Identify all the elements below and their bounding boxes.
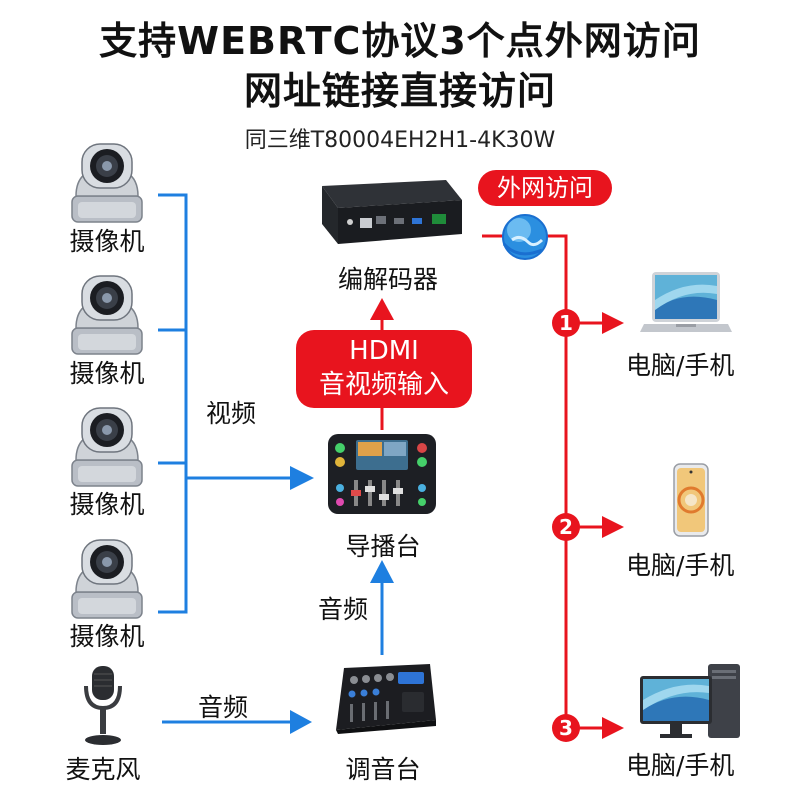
mic-audio-label: 音频: [198, 693, 249, 722]
title-line-2: 网址链接直接访问: [243, 69, 556, 113]
external-access-badge: 外网访问: [478, 170, 612, 206]
video-switcher-icon: [326, 432, 438, 516]
camera-label-2: 摄像机: [69, 359, 145, 388]
output-2-arrow-head: [602, 516, 624, 538]
output-2-number-badge: 2: [552, 513, 580, 541]
desktop-pc-icon: [638, 662, 742, 742]
hdmi-input-badge: HDMI 音视频输入: [296, 330, 472, 408]
video-arrow-head: [290, 466, 314, 490]
output-2-label: 电脑/手机: [626, 551, 735, 580]
title-line-1: 支持WEBRTC协议3个点外网访问: [99, 19, 701, 63]
microphone-label: 麦克风: [65, 755, 141, 784]
encoder-label: 编解码器: [337, 265, 438, 294]
output-1-number-badge: 1: [552, 309, 580, 337]
laptop-icon: [640, 270, 732, 338]
output-1-arrow-head: [602, 312, 624, 334]
globe-icon: [498, 210, 552, 264]
ptz-camera-icon: [62, 402, 152, 490]
switcher-label: 导播台: [345, 532, 421, 561]
camera-label-3: 摄像机: [69, 490, 145, 519]
camera-bracket-line: [158, 193, 292, 614]
output-trunk-line: [482, 234, 568, 728]
mic-audio-arrow-head: [290, 710, 312, 734]
mixer-audio-arrow-head: [370, 560, 394, 583]
output-3-label: 电脑/手机: [626, 751, 735, 780]
mixer-label: 调音台: [345, 755, 421, 784]
video-label: 视频: [206, 399, 257, 428]
camera-label-4: 摄像机: [69, 622, 145, 651]
smartphone-icon: [672, 462, 710, 538]
ptz-camera-icon: [62, 534, 152, 622]
ptz-camera-icon: [62, 138, 152, 226]
ptz-camera-icon: [62, 270, 152, 358]
subtitle: 同三维T80004EH2H1-4K30W: [244, 128, 556, 153]
output-3-arrow-head: [602, 717, 624, 739]
mixer-audio-label: 音频: [318, 595, 369, 624]
camera-label-1: 摄像机: [69, 227, 145, 256]
microphone-icon: [78, 664, 128, 748]
encoder-device-icon: [308, 178, 468, 250]
hdmi-badge-line-1: HDMI: [349, 336, 419, 366]
hdmi-arrow-head: [370, 298, 394, 320]
output-1-label: 电脑/手机: [626, 351, 735, 380]
output-3-number-badge: 3: [552, 714, 580, 742]
audio-mixer-icon: [326, 662, 438, 734]
hdmi-badge-line-2: 音视频输入: [318, 370, 449, 400]
